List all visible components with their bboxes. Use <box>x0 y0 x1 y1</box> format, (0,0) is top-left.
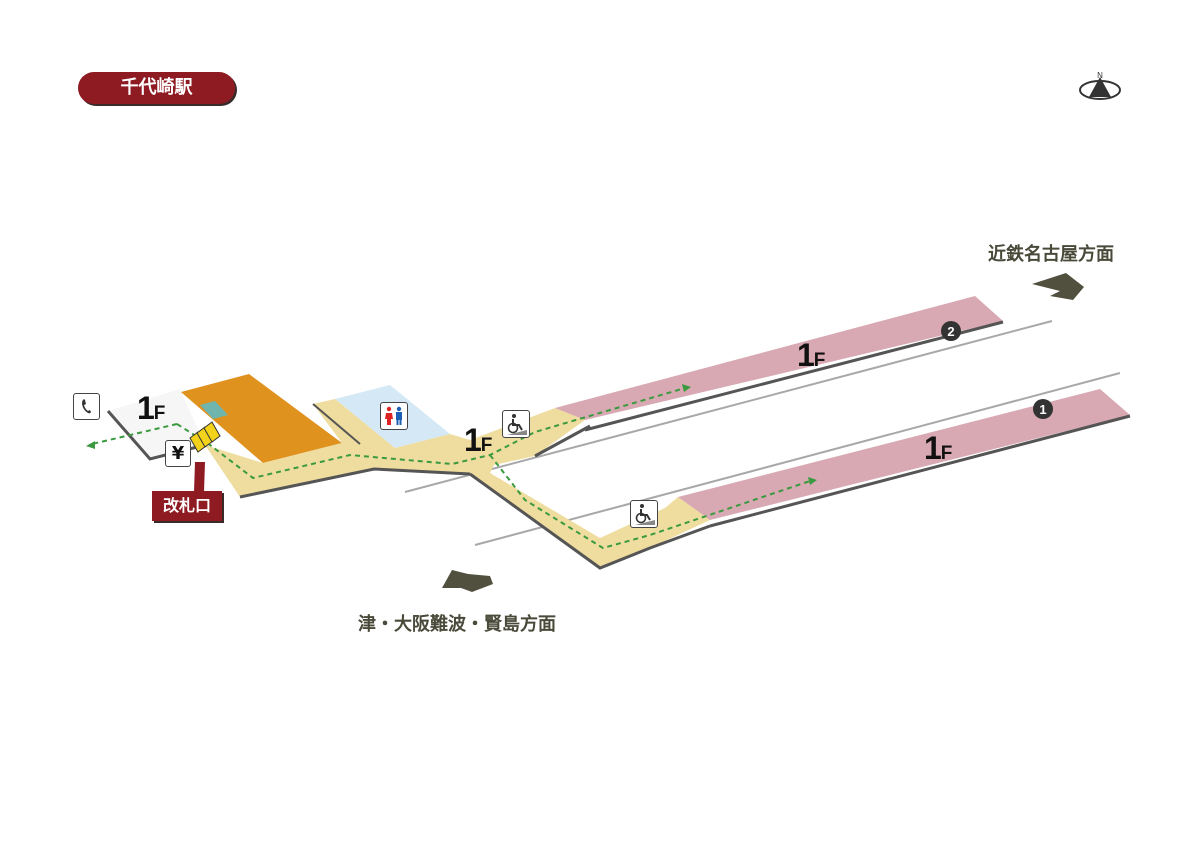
station-name-title: 千代崎駅 <box>78 72 235 104</box>
floor-label-passage: 1F <box>464 422 493 458</box>
route-arrowheads <box>86 384 817 485</box>
floor-label-platform-1: 1F <box>924 430 953 466</box>
gate-label-pointer <box>194 462 205 492</box>
floor-label-platform-2: 1F <box>797 337 826 373</box>
restroom-icon <box>380 402 408 430</box>
floor-label-concourse: 1F <box>137 390 166 426</box>
passage-area <box>205 399 711 570</box>
platform-2-number: 2 <box>947 324 954 339</box>
walking-route <box>91 387 811 550</box>
rail-track-1 <box>474 372 1121 546</box>
ticket-machine-icon: ¥ <box>165 440 191 467</box>
telephone-icon <box>73 393 100 420</box>
ticket-gate-icon <box>189 421 221 453</box>
wheelchair-icon <box>502 410 530 438</box>
arrow-to-tsu-osaka-kashikojima <box>442 570 493 592</box>
compass-north-letter: N <box>1097 71 1103 80</box>
rail-track-2 <box>404 320 1053 493</box>
platform-1-number: 1 <box>1039 402 1046 417</box>
direction-label-nagoya: 近鉄名古屋方面 <box>988 244 1114 265</box>
shop-area <box>181 374 342 463</box>
platform-2-badge: 2 <box>941 321 961 341</box>
platform-2 <box>555 296 1004 432</box>
north-compass-icon: N <box>1079 71 1121 100</box>
ticket-gate-label: 改札口 <box>152 491 222 521</box>
platform-1-badge: 1 <box>1033 399 1053 419</box>
platform-1 <box>678 389 1131 528</box>
direction-label-tsu-osaka-kashikojima: 津・大阪難波・賢島方面 <box>358 614 556 635</box>
arrow-to-nagoya <box>1032 273 1084 300</box>
wheelchair-icon <box>630 500 658 528</box>
